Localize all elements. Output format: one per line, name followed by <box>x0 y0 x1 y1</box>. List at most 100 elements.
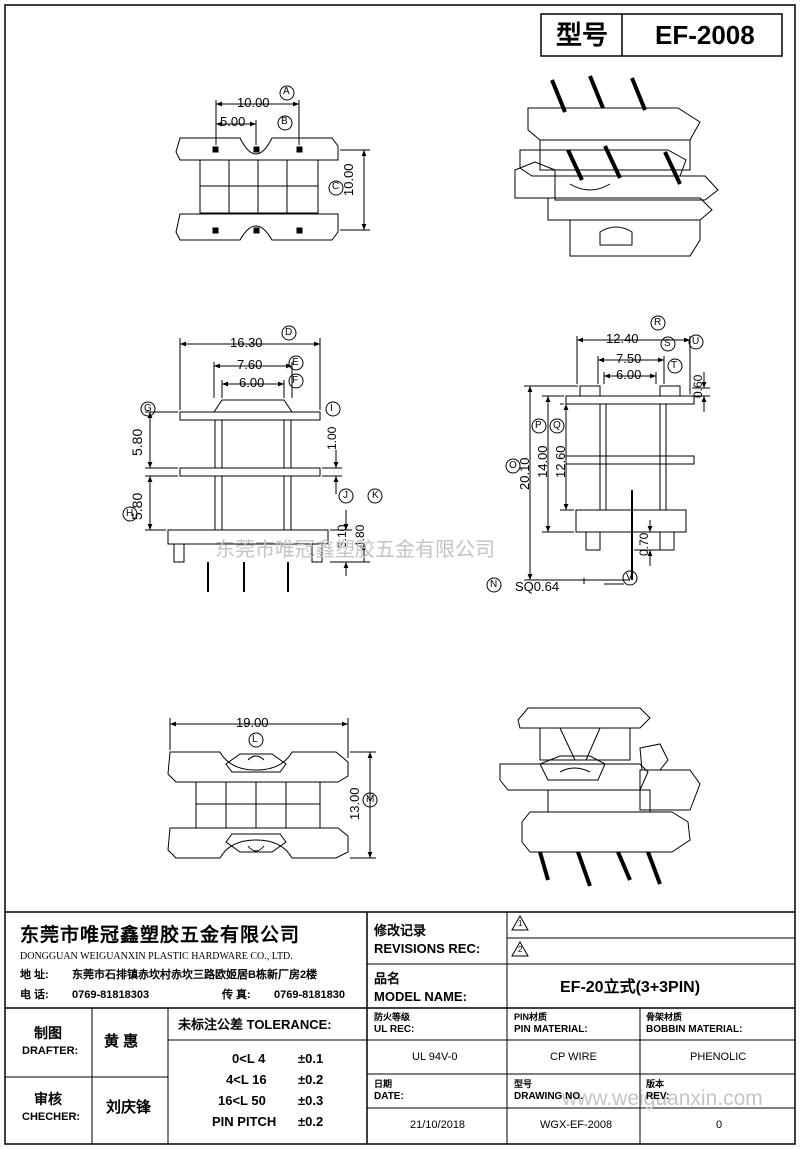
dim-label-r: R <box>654 317 662 328</box>
tolerance-range-4: PIN PITCH <box>212 1114 277 1129</box>
address-label: 地 址: <box>20 969 49 981</box>
dim-side-core: 6.00 <box>616 367 642 382</box>
drafter-name: 黄 惠 <box>104 1033 139 1050</box>
drafter-label-en: DRAFTER: <box>22 1045 79 1057</box>
watermark-company: 东莞市唯冠鑫塑胶五金有限公司 <box>215 539 495 561</box>
model-label: 型号 <box>556 20 609 50</box>
date-label-cn: 日期 <box>374 1079 393 1089</box>
company-address: 东莞市石排镇赤坎村赤坎三路欧姬居B栋新厂房2楼 <box>72 969 318 981</box>
drafter-label-cn: 制图 <box>34 1025 62 1041</box>
drawing-no-value: WGX-EF-2008 <box>540 1119 613 1131</box>
phone-label: 电 话: <box>20 989 49 1001</box>
title-block <box>5 911 795 1144</box>
model-name-label-cn: 品名 <box>374 971 401 986</box>
dim-front-mid-flange: 1.00 <box>325 426 339 450</box>
dim-top-height: 10.00 <box>341 163 356 196</box>
dim-label-d: D <box>285 327 293 338</box>
ul-label-en: UL REC: <box>374 1024 415 1035</box>
drawing-no-label-en: DRAWING NO. <box>514 1091 583 1102</box>
dim-side-winding-height: 12.60 <box>553 445 568 478</box>
dim-top-pitch: 5.00 <box>220 114 246 129</box>
dim-label-h: H <box>126 508 134 519</box>
dim-label-a: A <box>283 86 290 97</box>
tolerance-value-1: ±0.1 <box>298 1051 324 1066</box>
bobbin-material-label-cn: 骨架材质 <box>646 1012 683 1022</box>
bobbin-material-label-en: BOBBIN MATERIAL: <box>646 1024 743 1035</box>
dim-label-m: M <box>366 794 375 805</box>
revision-no-label-cn: 版本 <box>646 1079 665 1089</box>
date-value: 21/10/2018 <box>410 1119 466 1131</box>
company-phone: 0769-81818303 <box>72 989 150 1001</box>
dim-label-g: G <box>144 403 152 414</box>
revision-marker-2: 2 <box>518 945 523 954</box>
bottom-iso-view <box>499 707 701 887</box>
tolerance-value-3: ±0.3 <box>298 1093 324 1108</box>
checker-label-cn: 审核 <box>34 1091 62 1107</box>
dim-label-q: Q <box>553 420 561 431</box>
dim-front-core: 6.00 <box>239 375 265 390</box>
top-view <box>175 85 370 241</box>
tolerance-range-1: 0<L 4 <box>232 1051 266 1066</box>
revision-label-en: REVISIONS REC: <box>374 941 481 956</box>
pin-material-label-en: PIN MATERIAL: <box>514 1024 588 1035</box>
dim-front-flange: 7.60 <box>237 357 263 372</box>
dim-label-b: B <box>281 116 288 127</box>
side-view <box>486 315 710 593</box>
dim-label-l: L <box>252 734 258 745</box>
tolerance-value-2: ±0.2 <box>298 1072 324 1087</box>
model-number: EF-2008 <box>655 20 755 50</box>
dim-label-n: N <box>490 579 498 590</box>
tolerance-range-3: 16<L 50 <box>218 1093 266 1108</box>
drawing-no-label-cn: 型号 <box>514 1079 533 1089</box>
dim-label-o: O <box>509 460 517 471</box>
sheet-border <box>4 4 796 1145</box>
tolerance-title: 未标注公差 TOLERANCE: <box>178 1017 332 1032</box>
front-view <box>122 325 383 592</box>
checker-name: 刘庆锋 <box>106 1099 152 1116</box>
dim-side-total-height: 20.10 <box>517 457 532 490</box>
bobbin-material-value: PHENOLIC <box>690 1051 747 1063</box>
ul-value: UL 94V-0 <box>412 1051 458 1063</box>
top-iso-view <box>514 75 719 257</box>
company-name-en: DONGGUAN WEIGUANXIN PLASTIC HARDWARE CO.… <box>20 951 293 962</box>
dim-label-c: C <box>332 181 340 192</box>
bottom-view <box>167 718 378 859</box>
dim-bottom-height: 13.00 <box>347 787 362 820</box>
dim-front-width: 16.30 <box>230 335 263 350</box>
company-fax: 0769-8181830 <box>274 989 345 1001</box>
pin-material-label-cn: PIN材质 <box>514 1012 548 1022</box>
dim-bottom-width: 19.00 <box>236 715 269 730</box>
dim-side-width: 12.40 <box>606 331 639 346</box>
dim-label-f: F <box>292 375 299 386</box>
checker-label-en: CHECHER: <box>22 1111 81 1123</box>
dim-label-t: T <box>671 360 678 371</box>
dim-label-j: J <box>343 490 348 501</box>
tolerance-range-2: 4<L 16 <box>226 1072 267 1087</box>
dim-label-v: V <box>626 572 633 583</box>
model-name-value: EF-20立式(3+3PIN) <box>560 979 701 996</box>
dim-side-pin-offset: 0.70 <box>637 532 651 556</box>
dim-side-lip: 0.60 <box>691 374 705 398</box>
dim-side-body-height: 14.00 <box>535 445 550 478</box>
dim-label-i: I <box>330 403 333 414</box>
dim-label-e: E <box>292 357 299 368</box>
dim-label-s: S <box>664 338 671 349</box>
revision-marker-1: 1 <box>518 919 523 928</box>
dim-label-p: P <box>535 420 542 431</box>
dim-side-pin-square: SQ0.64 <box>515 579 560 594</box>
watermark-website: www.weiguanxin.com <box>562 1087 763 1110</box>
tolerance-value-4: ±0.2 <box>298 1114 324 1129</box>
dim-label-u: U <box>692 336 700 347</box>
revision-label-cn: 修改记录 <box>374 923 427 938</box>
dim-top-width: 10.00 <box>237 95 270 110</box>
revision-no-label-en: REV: <box>646 1091 670 1102</box>
dim-side-flange: 7.50 <box>616 351 642 366</box>
company-name-cn: 东莞市唯冠鑫塑胶五金有限公司 <box>20 925 301 946</box>
pin-material-value: CP WIRE <box>550 1051 597 1063</box>
revision-no-value: 0 <box>716 1119 723 1131</box>
date-label-en: DATE: <box>374 1091 404 1102</box>
fax-label: 传 真: <box>222 989 251 1001</box>
model-header-box <box>540 13 783 57</box>
dim-front-upper-gap: 5.80 <box>129 428 145 456</box>
